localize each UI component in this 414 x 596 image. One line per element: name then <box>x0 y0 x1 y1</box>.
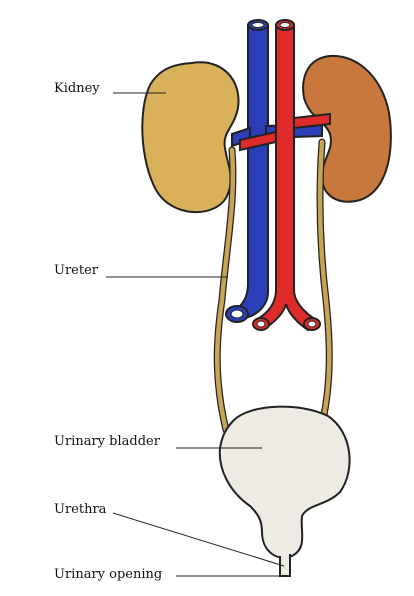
label-urinary-opening: Urinary opening <box>54 567 162 582</box>
urethra <box>279 554 291 577</box>
label-kidney: Kidney <box>54 81 100 96</box>
label-urinary-bladder: Urinary bladder <box>54 434 161 449</box>
urinary-bladder <box>218 405 351 559</box>
urethra-leader <box>112 512 285 567</box>
label-ureter: Ureter <box>54 263 99 278</box>
label-urethra: Urethra <box>54 502 107 517</box>
left-kidney <box>141 61 240 213</box>
aorta <box>254 25 318 332</box>
vena-cava <box>229 25 269 320</box>
